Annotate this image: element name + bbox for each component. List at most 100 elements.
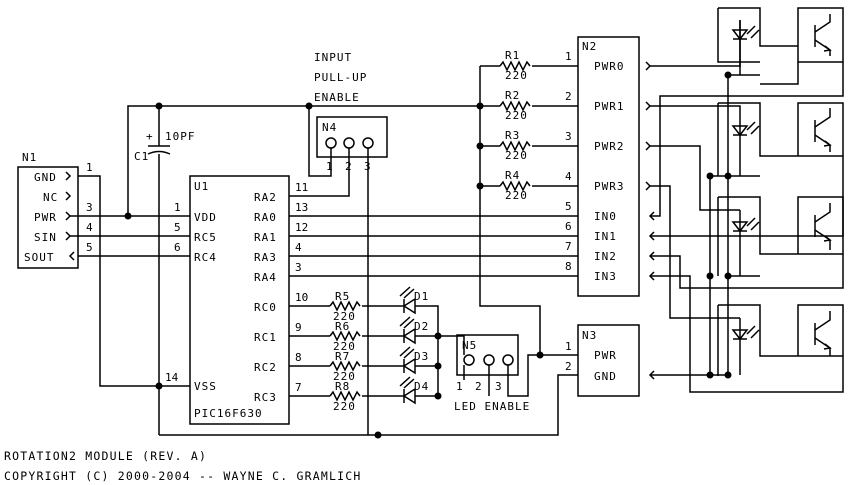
u1-pin-vdd: VDD [194,211,217,224]
u1-pinnum-8: 8 [295,351,302,364]
resistors-r1-r4: R1 220 R2 220 R3 220 R4 220 [499,49,531,202]
n2-pin-pwr0: PWR0 [594,60,625,73]
wiring [70,20,844,436]
r2-value: 220 [505,109,528,122]
title-line-1: ROTATION2 MODULE (REV. A) [4,449,207,463]
connector-n2: N2 PWR0 PWR1 PWR2 PWR3 IN0 IN1 IN2 IN3 1… [565,36,655,297]
r2-ref: R2 [505,89,520,102]
leds-d1-d4: D1 D2 D3 D4 [399,286,429,405]
jumper-n4: N4 1 2 3 [316,116,388,173]
n1-pin-label-sout: SOUT [24,251,55,264]
r6-ref: R6 [335,320,350,333]
n2-pinnum-6: 6 [565,220,572,233]
n5-pin-3: 3 [495,380,502,393]
n2-pin-in2: IN2 [594,250,617,263]
d2-ref: D2 [414,320,429,333]
u1-pinnum-4: 4 [295,241,302,254]
c1-ref: C1 [134,150,149,163]
u1-pin-rc1: RC1 [254,331,277,344]
u1-pinnum-5: 5 [174,221,181,234]
n2-pinnum-4: 4 [565,170,572,183]
u1-pinnum-10: 10 [295,291,308,304]
n1-pin-num-4: 4 [86,221,93,234]
n2-pin-pwr3: PWR3 [594,180,625,193]
u1-pin-ra0: RA0 [254,211,277,224]
u1-pin-ra3: RA3 [254,251,277,264]
note-line-input: INPUT [314,51,352,64]
n1-ref: N1 [22,151,37,164]
n1-pin-num-1: 1 [86,161,93,174]
connector-n1: N1 GND NC PWR SIN SOUT 1 3 4 5 [17,151,93,269]
d3-ref: D3 [414,350,429,363]
n1-pin-label-pwr: PWR [34,211,57,224]
n2-pinnum-2: 2 [565,90,572,103]
opto-sensor-2 [717,102,844,176]
c1-plus: + [146,130,154,143]
u1-pinnum-7: 7 [295,381,302,394]
resistors-r5-r8: R5 220 R6 220 R7 220 R8 220 [329,290,361,413]
u1-pin-rc3: RC3 [254,391,277,404]
r4-value: 220 [505,189,528,202]
r7-value: 220 [333,370,356,383]
n1-pin-num-5: 5 [86,241,93,254]
title-line-2: COPYRIGHT (C) 2000-2004 -- WAYNE C. GRAM… [4,469,361,483]
r5-value: 220 [333,310,356,323]
n2-pinnum-3: 3 [565,130,572,143]
u1-pin-rc0: RC0 [254,301,277,314]
r8-ref: R8 [335,380,350,393]
n1-pin-num-3: 3 [86,201,93,214]
u1-ref: U1 [194,180,209,193]
d4-ref: D4 [414,380,429,393]
n1-pin-label-sin: SIN [34,231,57,244]
connector-n3: N3 PWR GND 1 2 [565,324,655,397]
n3-pin-gnd: GND [594,370,617,383]
r7-ref: R7 [335,350,350,363]
note-line-enable: ENABLE [314,91,360,104]
jumper-n5: N5 1 2 3 LED ENABLE [454,334,529,413]
n3-pinnum-1: 1 [565,340,572,353]
n3-pin-pwr: PWR [594,349,617,362]
n2-pin-in0: IN0 [594,210,617,223]
n4-ref: N4 [322,121,337,134]
ic-u1: U1 VDD RC5 RC4 VSS PIC16F630 1 5 6 14 RA… [165,175,308,425]
n5-ref: N5 [462,339,477,352]
u1-pin-vss: VSS [194,380,217,393]
d1-ref: D1 [414,290,429,303]
n3-pinnum-2: 2 [565,360,572,373]
n1-pin-label-gnd: GND [34,171,57,184]
n2-pin-pwr1: PWR1 [594,100,625,113]
u1-pin-rc5: RC5 [194,231,217,244]
u1-pinnum-11: 11 [295,181,308,194]
u1-part: PIC16F630 [194,407,263,420]
u1-pin-ra2: RA2 [254,191,277,204]
n1-pin-label-nc: NC [43,191,58,204]
u1-pinnum-3: 3 [295,261,302,274]
r3-ref: R3 [505,129,520,142]
n2-ref: N2 [582,40,597,53]
n2-pinnum-5: 5 [565,200,572,213]
c1-value: 10PF [165,130,196,143]
note-line-pull-up: PULL-UP [314,71,367,84]
n5-pin-2: 2 [475,380,482,393]
u1-pinnum-12: 12 [295,221,308,234]
led-d4-symbol [399,376,416,405]
led-d2-symbol [399,316,416,345]
n2-pinnum-1: 1 [565,50,572,63]
led-d1-symbol [399,286,416,315]
u1-pin-ra4: RA4 [254,271,277,284]
n3-ref: N3 [582,329,597,342]
n2-pinnum-8: 8 [565,260,572,273]
opto-sensor-4 [717,304,844,376]
u1-pinnum-6: 6 [174,241,181,254]
u1-pin-rc4: RC4 [194,251,217,264]
led-d3-symbol [399,346,416,375]
r4-ref: R4 [505,169,520,182]
r5-ref: R5 [335,290,350,303]
n4-pin-1: 1 [326,160,333,173]
u1-pinnum-1: 1 [174,201,181,214]
r6-value: 220 [333,340,356,353]
u1-pin-rc2: RC2 [254,361,277,374]
n2-pin-in3: IN3 [594,270,617,283]
u1-pinnum-9: 9 [295,321,302,334]
r1-ref: R1 [505,49,520,62]
